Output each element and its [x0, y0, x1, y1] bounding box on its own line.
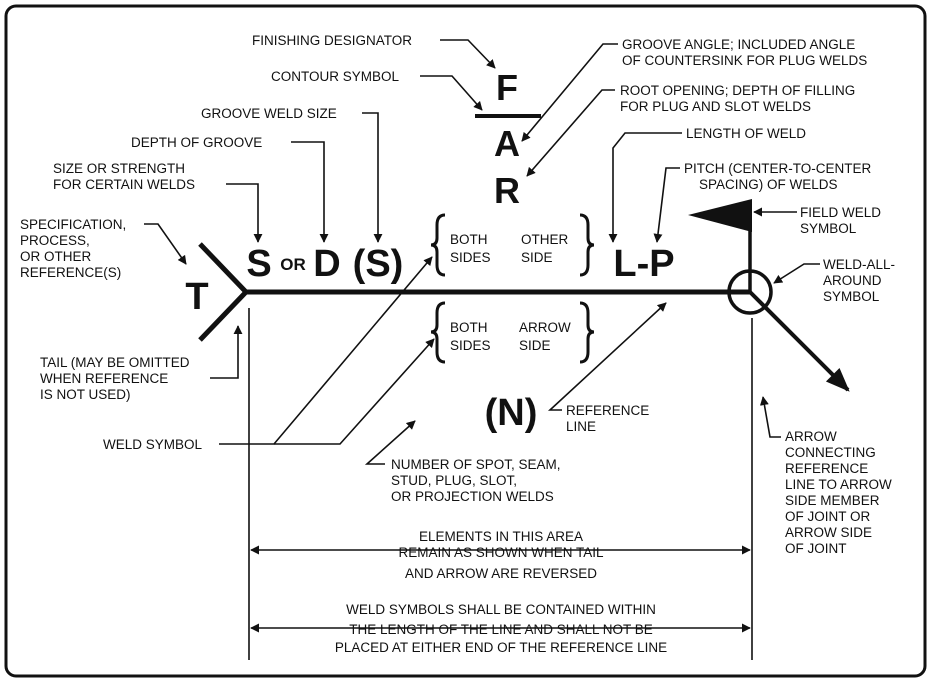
label-tail-1: TAIL (MAY BE OMITTED	[40, 355, 190, 370]
label-arrow-side-2: SIDE	[519, 338, 551, 353]
label-size-strength-1: SIZE OR STRENGTH	[53, 161, 185, 176]
label-other-side-2: SIDE	[521, 250, 553, 265]
leader-specification	[144, 223, 187, 265]
label-groove-weld-size: GROOVE WELD SIZE	[201, 106, 337, 121]
label-field-weld-2: SYMBOL	[800, 221, 857, 236]
label-arrow-connecting-1: ARROW	[785, 429, 837, 444]
brace-bottom-right	[579, 301, 595, 364]
label-weld-symbol: WELD SYMBOL	[103, 437, 203, 452]
label-elements-1: ELEMENTS IN THIS AREA	[419, 529, 583, 544]
groove-angle-letter: A	[494, 123, 520, 164]
label-number-2: STUD, PLUG, SLOT,	[391, 473, 517, 488]
leader-root-opening	[526, 89, 615, 177]
label-weld-all-around-1: WELD-ALL-	[823, 257, 895, 272]
label-tail-3: IS NOT USED)	[40, 387, 131, 402]
tail-lower-stroke	[198, 290, 248, 342]
leader-weld-symbol-lower	[274, 338, 435, 445]
number-symbol: (N)	[485, 392, 538, 434]
label-weld-all-around-3: SYMBOL	[823, 289, 880, 304]
field-weld-flag	[688, 199, 752, 232]
brace-bottom-left	[430, 301, 446, 364]
leader-tail	[210, 325, 243, 379]
label-field-weld-1: FIELD WELD	[800, 205, 881, 220]
label-root-opening-1: ROOT OPENING; DEPTH OF FILLING	[620, 83, 855, 98]
depth-letter: D	[313, 243, 340, 285]
label-arrow-side-1: ARROW	[519, 320, 571, 335]
groove-size-symbol: (S)	[353, 243, 404, 285]
label-arrow-connecting-7: ARROW SIDE	[785, 525, 872, 540]
label-contained-2: THE LENGTH OF THE LINE AND SHALL NOT BE	[349, 622, 653, 637]
label-contained-3: PLACED AT EITHER END OF THE REFERENCE LI…	[335, 640, 667, 655]
leader-weld-symbol-upper	[219, 256, 433, 445]
label-weld-all-around-2: AROUND	[823, 273, 882, 288]
leader-contour	[420, 75, 483, 111]
or-word: OR	[280, 255, 306, 274]
label-both-sides-bottom-1: BOTH	[450, 320, 488, 335]
label-arrow-connecting-2: CONNECTING	[785, 445, 876, 460]
label-contour-symbol: CONTOUR SYMBOL	[271, 69, 400, 84]
length-pitch-symbol: L-P	[613, 243, 674, 285]
leader-groove-angle	[521, 43, 618, 142]
diagram-border	[4, 4, 927, 678]
brace-top-right	[579, 213, 595, 277]
label-other-side-1: OTHER	[521, 232, 569, 247]
size-letter: S	[246, 243, 271, 285]
label-root-opening-2: FOR PLUG AND SLOT WELDS	[620, 99, 811, 114]
finish-letter: F	[496, 67, 518, 108]
label-both-sides-bottom-2: SIDES	[450, 338, 491, 353]
label-pitch-2: SPACING) OF WELDS	[699, 177, 838, 192]
specification-letter: T	[185, 276, 208, 318]
label-specification-2: PROCESS,	[20, 233, 90, 248]
leader-weld-all-around	[773, 263, 820, 284]
label-number-3: OR PROJECTION WELDS	[391, 489, 554, 504]
label-number-1: NUMBER OF SPOT, SEAM,	[391, 457, 561, 472]
label-elements-2: REMAIN AS SHOWN WHEN TAIL	[398, 545, 604, 560]
tail-upper-stroke	[198, 242, 248, 294]
leader-number	[364, 420, 416, 465]
label-groove-angle-1: GROOVE ANGLE; INCLUDED ANGLE	[622, 37, 855, 52]
label-arrow-connecting-4: LINE TO ARROW	[785, 477, 892, 492]
label-size-strength-2: FOR CERTAIN WELDS	[53, 177, 195, 192]
label-specification-3: OR OTHER	[20, 249, 92, 264]
label-arrow-connecting-5: SIDE MEMBER	[785, 493, 880, 508]
leader-arrow-connecting	[759, 396, 781, 438]
label-specification-1: SPECIFICATION,	[20, 217, 126, 232]
label-pitch-1: PITCH (CENTER-TO-CENTER	[684, 161, 871, 176]
label-arrow-connecting-8: OF JOINT	[785, 541, 847, 556]
root-opening-letter: R	[494, 170, 520, 211]
label-depth-of-groove: DEPTH OF GROOVE	[131, 135, 262, 150]
label-arrow-connecting-3: REFERENCE	[785, 461, 868, 476]
leader-reference-line	[547, 302, 667, 411]
leader-depth	[291, 141, 329, 243]
leader-length	[608, 132, 682, 243]
leader-size	[226, 183, 263, 243]
label-specification-4: REFERENCE(S)	[20, 265, 121, 280]
label-finishing-designator: FINISHING DESIGNATOR	[252, 33, 412, 48]
label-tail-2: WHEN REFERENCE	[40, 371, 168, 386]
label-groove-angle-2: OF COUNTERSINK FOR PLUG WELDS	[622, 53, 867, 68]
label-contained-1: WELD SYMBOLS SHALL BE CONTAINED WITHIN	[346, 602, 656, 617]
leader-finishing	[440, 39, 496, 69]
label-both-sides-top-1: BOTH	[450, 232, 488, 247]
leader-groove-size	[362, 112, 383, 243]
label-arrow-connecting-6: OF JOINT OR	[785, 509, 871, 524]
label-both-sides-top-2: SIDES	[450, 250, 491, 265]
label-reference-line-2: LINE	[566, 419, 596, 434]
label-reference-line-1: REFERENCE	[566, 403, 649, 418]
label-length-of-weld: LENGTH OF WELD	[686, 126, 806, 141]
brace-top-left	[430, 213, 446, 277]
arrow-line	[748, 290, 850, 392]
leader-pitch	[653, 167, 680, 243]
label-elements-3: AND ARROW ARE REVERSED	[405, 566, 597, 581]
